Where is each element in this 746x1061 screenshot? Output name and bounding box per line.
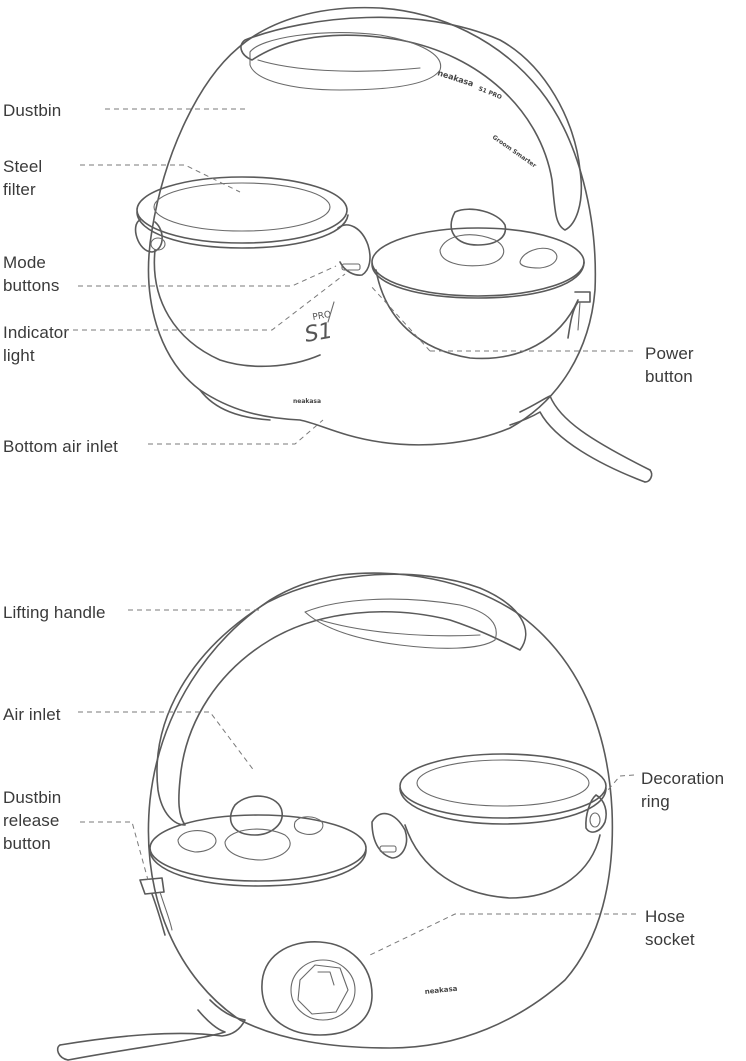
front-base-brand: neakasa	[293, 398, 321, 405]
label-air-inlet: Air inlet	[3, 705, 61, 724]
model-badge-small: PRO	[312, 310, 332, 323]
front-motor-cover	[371, 208, 585, 299]
label-steel-filter: Steel filter	[3, 157, 43, 199]
label-power-button: Power button	[645, 344, 694, 386]
rear-hose-socket	[261, 941, 373, 1036]
label-lifting-handle: Lifting handle	[3, 603, 106, 622]
device-front-view: neakasa S1 PRO Groom Smarter PRO S1 neak…	[64, 6, 653, 483]
label-dustbin-release-button: Dustbin release button	[3, 788, 62, 853]
label-decoration-ring: Decoration ring	[641, 769, 725, 811]
front-indicator-light	[341, 263, 361, 271]
label-dustbin: Dustbin	[3, 101, 62, 120]
rear-body-shell	[147, 572, 614, 1049]
front-lifting-handle	[240, 16, 583, 231]
rear-dustbin-release-button	[139, 877, 173, 936]
front-brand-text: neakasa	[436, 68, 474, 88]
rear-brand-text: neakasa	[424, 985, 458, 996]
rear-decoration-ring	[399, 753, 607, 833]
rear-lifting-handle	[156, 573, 527, 826]
front-mode-buttons	[337, 224, 371, 276]
front-handle-window	[249, 32, 442, 91]
front-tagline: Groom Smarter	[491, 134, 538, 170]
label-bottom-air-inlet: Bottom air inlet	[3, 437, 118, 456]
model-badge-large: S1	[303, 318, 335, 347]
device-rear-view: neakasa	[56, 572, 636, 1061]
rear-motor-cover	[149, 795, 367, 887]
front-body-shell	[147, 6, 597, 446]
label-indicator-light: Indicator light	[3, 323, 70, 365]
label-mode-buttons: Mode buttons	[3, 253, 60, 295]
label-hose-socket: Hose socket	[645, 907, 695, 949]
front-steel-filter-lid	[134, 176, 349, 253]
